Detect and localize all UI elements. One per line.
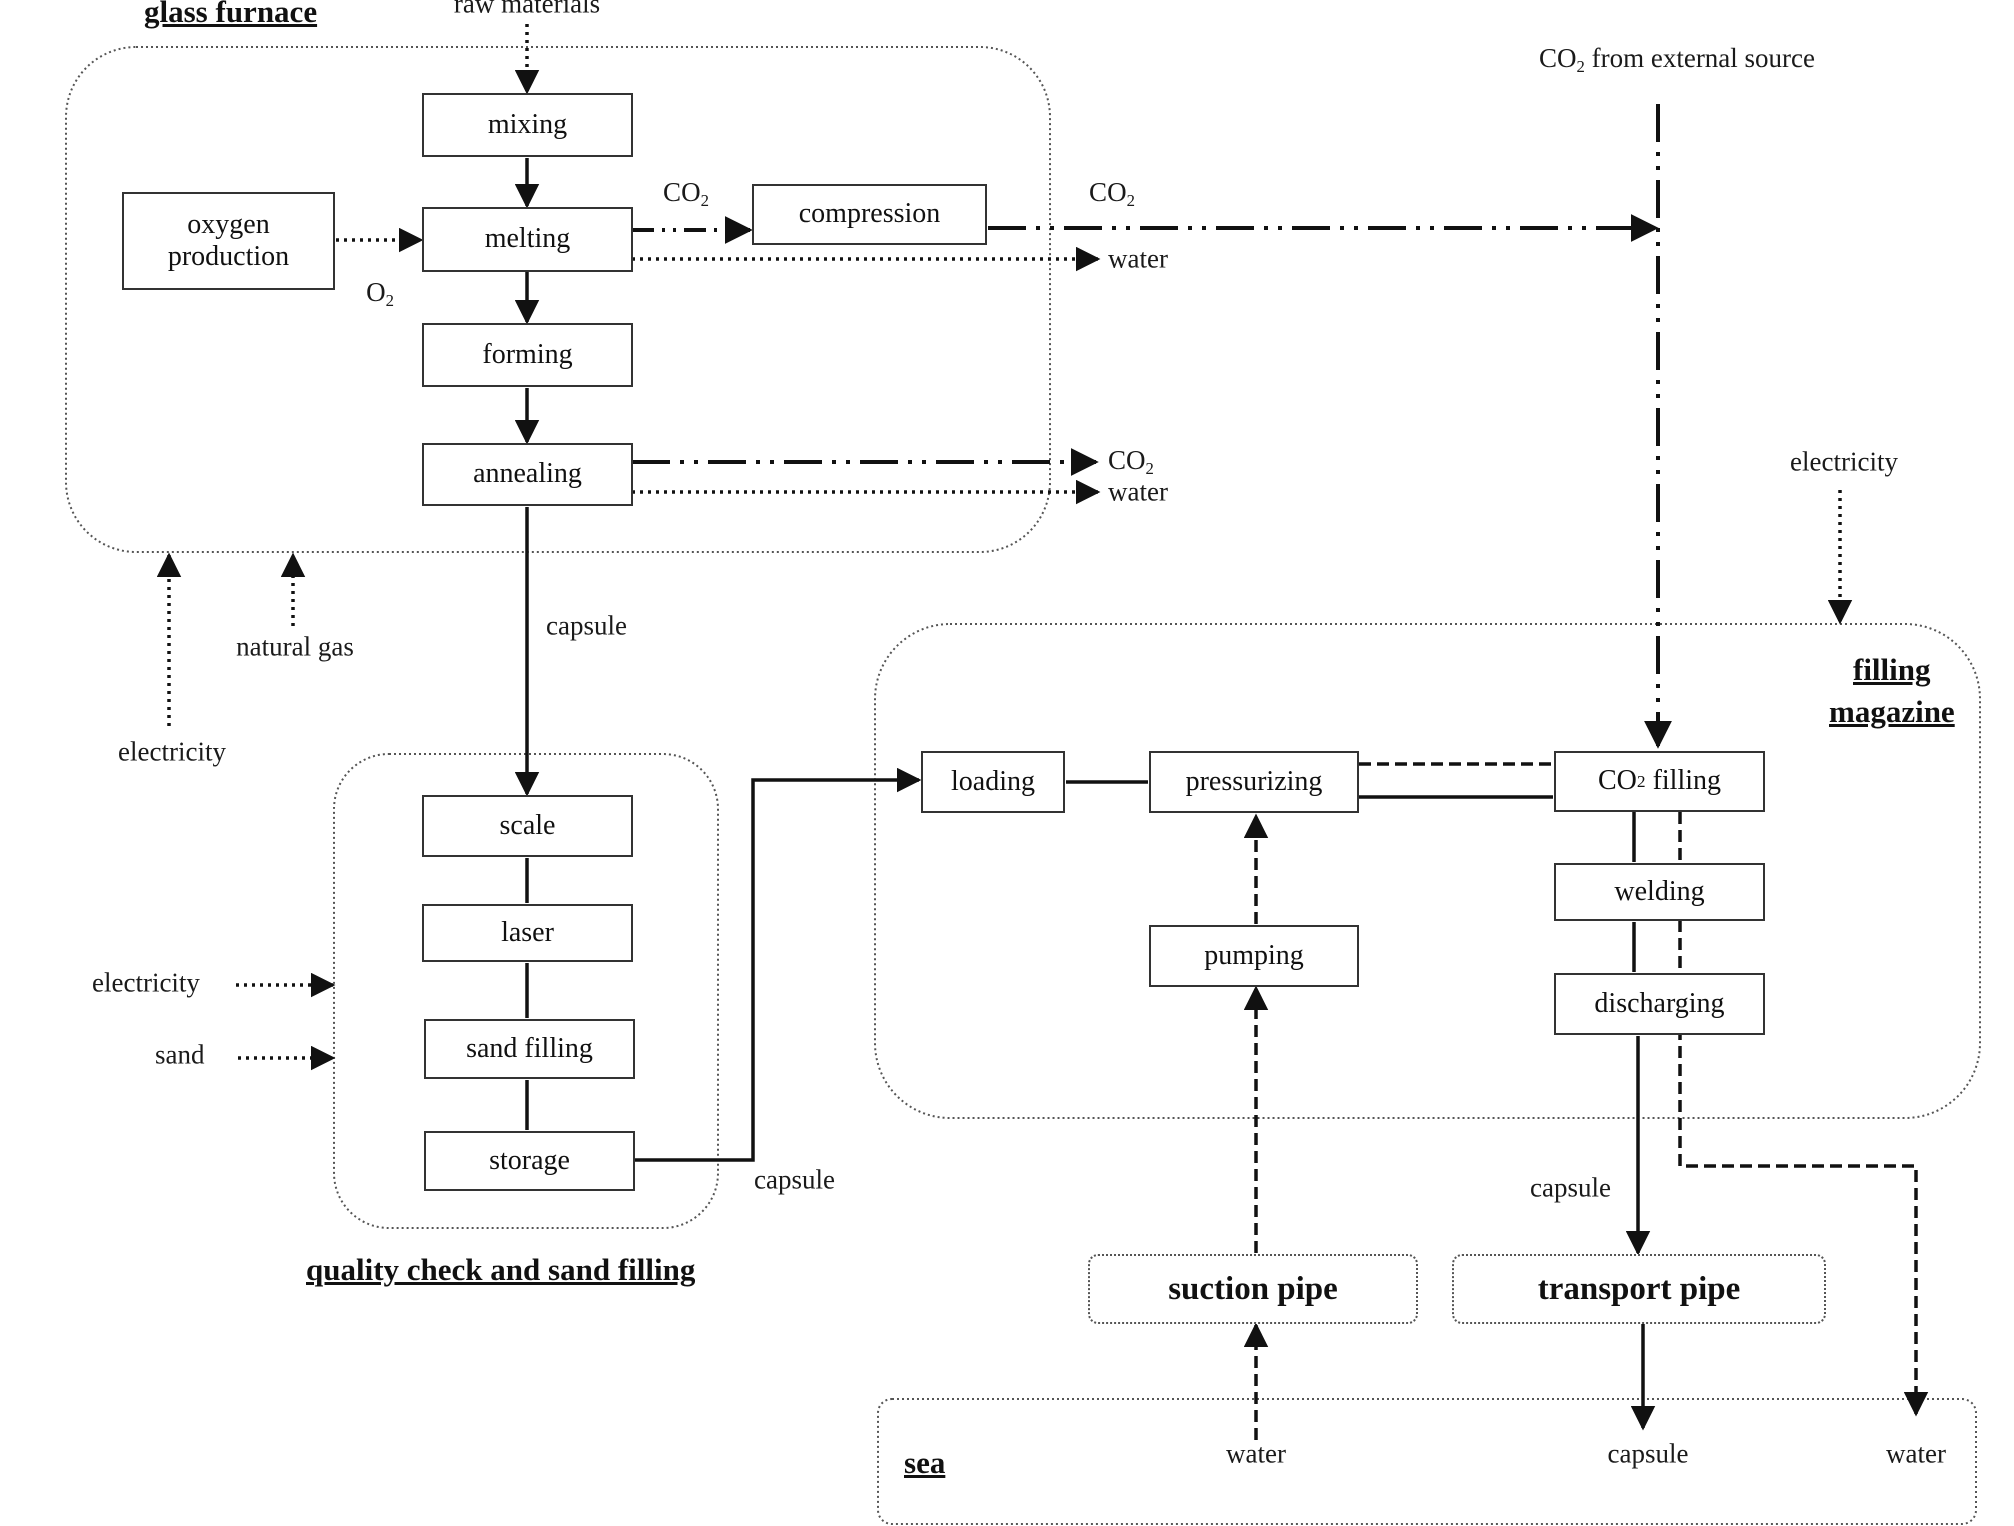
laser-box: laser xyxy=(422,904,633,962)
o2-label: O2 xyxy=(366,277,394,311)
water-sea-right-label: water xyxy=(1886,1438,1946,1469)
sea-title: sea xyxy=(904,1445,946,1480)
sea-group xyxy=(877,1398,1977,1525)
capsule-furnace-label: capsule xyxy=(546,610,627,641)
co2-compression-sub: 2 xyxy=(1126,191,1135,211)
o2-sub: 2 xyxy=(385,291,394,311)
pressurizing-box: pressurizing xyxy=(1149,751,1359,813)
co2-filling-sub: 2 xyxy=(1636,771,1646,791)
filling-magazine-title-line2: magazine xyxy=(1829,694,1955,729)
co2-melting-label: CO2 xyxy=(663,177,709,211)
compression-box: compression xyxy=(752,184,987,245)
co2-external-suffix: from external source xyxy=(1584,42,1816,73)
co2-compression-prefix: CO xyxy=(1089,176,1127,207)
water-sea-left-label: water xyxy=(1226,1438,1286,1469)
capsule-discharge-label: capsule xyxy=(1530,1172,1611,1203)
sand-label: sand xyxy=(155,1039,205,1070)
oxygen-production-line2: production xyxy=(167,241,290,272)
o2-prefix: O xyxy=(366,276,386,307)
glass-furnace-group xyxy=(65,46,1051,553)
co2-compression-label: CO2 xyxy=(1089,177,1135,211)
co2-annealing-label: CO2 xyxy=(1108,445,1154,479)
melting-box: melting xyxy=(422,207,633,272)
discharge-water-line xyxy=(1678,812,1929,1417)
quality-check-title: quality check and sand filling xyxy=(306,1252,696,1287)
transport-pipe-box: transport pipe xyxy=(1452,1254,1826,1324)
welding-box: welding xyxy=(1554,863,1765,921)
co2-annealing-prefix: CO xyxy=(1108,444,1146,475)
co2-external-sub: 2 xyxy=(1576,57,1585,77)
pumping-box: pumping xyxy=(1149,925,1359,987)
water-annealing-label: water xyxy=(1108,476,1168,507)
oxygen-production-line1: oxygen xyxy=(187,208,270,240)
scale-box: scale xyxy=(422,795,633,857)
annealing-box: annealing xyxy=(422,443,633,506)
loading-box: loading xyxy=(921,751,1065,813)
oxygen-production-box: oxygen production xyxy=(122,192,335,290)
sand-filling-box: sand filling xyxy=(424,1019,635,1079)
suction-pipe-box: suction pipe xyxy=(1088,1254,1418,1324)
storage-to-loading-arrow xyxy=(635,767,922,1162)
electricity-quality-label: electricity xyxy=(92,967,200,998)
co2-external-source-label: CO2 from external source xyxy=(1539,43,1815,77)
water-melting-label: water xyxy=(1108,243,1168,274)
co2-external-prefix: CO xyxy=(1538,42,1577,73)
filling-magazine-group xyxy=(874,623,1981,1119)
forming-box: forming xyxy=(422,323,633,387)
co2-filling-suffix: filling xyxy=(1645,765,1722,797)
mixing-box: mixing xyxy=(422,93,633,157)
glass-furnace-title: glass furnace xyxy=(144,0,318,29)
discharging-box: discharging xyxy=(1554,973,1765,1035)
capsule-sea-label: capsule xyxy=(1607,1438,1689,1469)
raw-materials-label: raw materials xyxy=(453,0,601,19)
co2-melting-prefix: CO xyxy=(663,176,701,207)
natural-gas-label: natural gas xyxy=(236,631,354,662)
capsule-storage-label: capsule xyxy=(754,1164,835,1195)
storage-box: storage xyxy=(424,1131,635,1191)
co2-annealing-sub: 2 xyxy=(1145,459,1154,479)
electricity-magazine-label: electricity xyxy=(1790,446,1898,477)
electricity-furnace-label: electricity xyxy=(118,736,226,767)
co2-filling-prefix: CO xyxy=(1597,765,1637,797)
co2-melting-sub: 2 xyxy=(700,191,709,211)
filling-magazine-title-line1: filling xyxy=(1853,652,1931,687)
